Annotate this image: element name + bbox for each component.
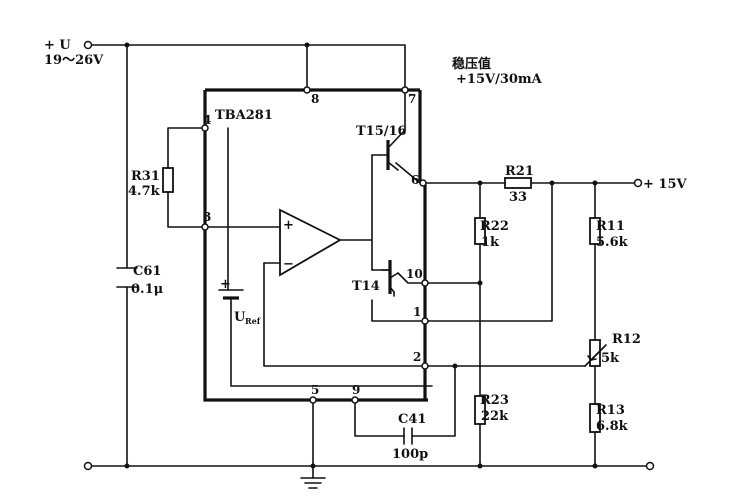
ground-right-terminal (645, 461, 655, 471)
c61-name: C61 (133, 264, 161, 279)
pin-label: 4 (203, 113, 211, 127)
c61-value: 0.1μ (131, 282, 164, 297)
r13-name: R13 (596, 403, 625, 418)
r21-value: 33 (509, 190, 527, 205)
svg-text:−: − (283, 257, 294, 272)
svg-text:+: + (220, 277, 231, 292)
junctions (124, 42, 598, 469)
uref-subscript: Ref (245, 316, 261, 326)
r12-value: 5k (601, 351, 620, 366)
r13-value: 6.8k (596, 419, 629, 434)
c41-value: 100p (392, 447, 428, 462)
r31-resistor (162, 167, 174, 193)
supply-range-label: 19～26V (44, 53, 104, 68)
r23-value: 22k (481, 409, 509, 424)
r31-name: R31 (131, 169, 160, 184)
output-label: + 15V (643, 177, 688, 192)
pin-label: 7 (408, 92, 416, 106)
t1516-transistor (379, 129, 406, 171)
pin-label: 6 (411, 173, 419, 187)
regulated-value: +15V/30mA (456, 72, 543, 87)
supply-label: + U (44, 38, 71, 53)
pin-label: 1 (413, 305, 421, 319)
t1516-name: T15/16 (356, 124, 407, 139)
r12-potentiometer (584, 339, 607, 367)
r11-name: R11 (596, 219, 625, 234)
r31-value: 4.7k (128, 184, 161, 199)
r22-value: 1k (481, 235, 500, 250)
supply-terminal (83, 40, 93, 50)
regulated-title: 稳压值 (452, 56, 491, 72)
ground-left-terminal (83, 461, 93, 471)
ic-name-label: TBA281 (215, 108, 273, 123)
uref-name: U (234, 310, 246, 325)
r23-name: R23 (480, 393, 509, 408)
t14-transistor (381, 260, 399, 294)
pin-label: 3 (203, 210, 211, 224)
r22-name: R22 (480, 219, 509, 234)
r21-resistor (504, 177, 532, 189)
output-terminal (633, 178, 643, 188)
t14-name: T14 (352, 279, 380, 294)
pin-label: 2 (413, 350, 421, 364)
r11-resistor (589, 217, 601, 245)
svg-text:+: + (283, 218, 294, 233)
ground-symbol (300, 465, 326, 489)
r11-value: 5.6k (596, 235, 629, 250)
pin-label: 9 (352, 383, 360, 397)
c41-name: C41 (398, 412, 426, 427)
r21-name: R21 (505, 164, 534, 179)
uref-source: + (218, 277, 244, 305)
wires (87, 44, 651, 467)
r22-resistor (474, 217, 486, 245)
ic-pins (201, 86, 429, 404)
pin-label: 10 (406, 267, 423, 281)
op-amp: + − (279, 208, 342, 277)
r23-resistor (474, 395, 486, 425)
c61-capacitor (116, 267, 138, 288)
r12-name: R12 (612, 332, 641, 347)
c41-capacitor (403, 427, 413, 445)
pin-label: 5 (311, 383, 319, 397)
r13-resistor (589, 403, 601, 433)
pin-label: 8 (311, 92, 319, 106)
